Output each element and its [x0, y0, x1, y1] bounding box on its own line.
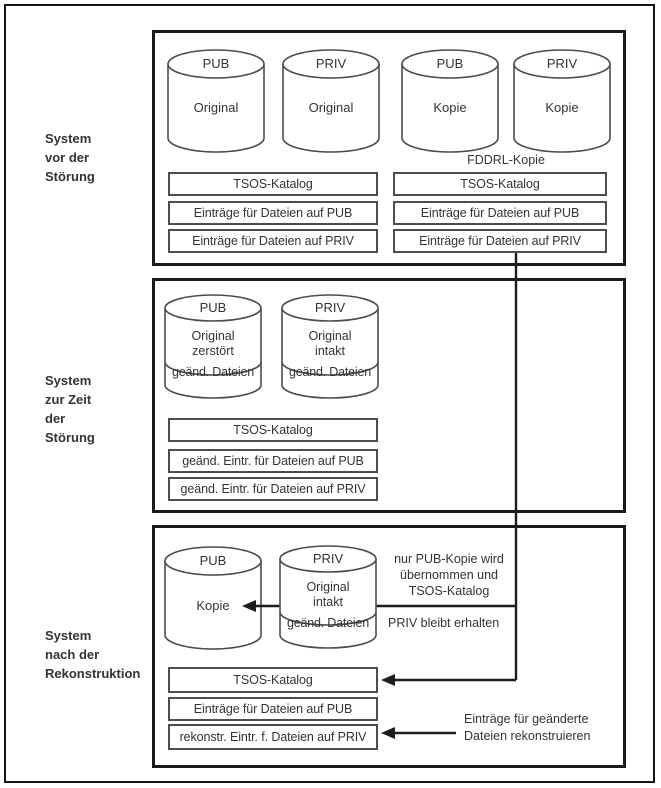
cylinder-body-label: Original intakt — [282, 329, 378, 359]
section-frame-during — [152, 278, 626, 513]
entries-pub-copy-box: Einträge für Dateien auf PUB — [393, 201, 607, 225]
side-label-line: System — [45, 373, 92, 388]
cylinder-title: PRIV — [315, 56, 347, 71]
section-frame-before — [152, 30, 626, 266]
reconstruct-note-line: Dateien rekonstruieren — [464, 729, 591, 743]
catalog-box: TSOS-Katalog — [168, 418, 378, 442]
side-label-line: nach der — [45, 647, 100, 662]
cylinder-body-label: Original — [193, 100, 239, 115]
catalog-box: TSOS-Katalog — [168, 667, 378, 693]
cylinder-title: PRIV — [546, 56, 578, 71]
side-label-during: System zur Zeit der Störung — [45, 371, 95, 447]
priv-kept-note: PRIV bleibt erhalten — [388, 616, 500, 630]
cylinder-body-label: Original intakt — [280, 580, 376, 610]
outer-frame — [4, 4, 655, 783]
side-label-before: System vor der Störung — [45, 129, 95, 186]
reconstructed-entries-priv-box: rekonstr. Eintr. f. Dateien auf PRIV — [168, 724, 378, 750]
cylinder-body-line: zerstört — [192, 344, 234, 358]
cylinder-body-label: Kopie — [196, 598, 230, 613]
takeover-note-line: übernommen und — [400, 568, 498, 582]
cylinder-body-line: Original — [191, 329, 235, 343]
takeover-note: nur PUB-Kopie wird übernommen und TSOS-K… — [378, 551, 520, 599]
side-label-line: Rekonstruktion — [45, 666, 141, 681]
entries-pub-box: Einträge für Dateien auf PUB — [168, 697, 378, 721]
changed-entries-pub-box: geänd. Eintr. für Dateien auf PUB — [168, 449, 378, 473]
side-label-line: zur Zeit — [45, 392, 92, 407]
changed-entries-priv-box: geänd. Eintr. für Dateien auf PRIV — [168, 477, 378, 501]
cylinder-body-label: Kopie — [433, 100, 467, 115]
cylinder-body-line: Original — [308, 329, 352, 343]
cylinder-title: PUB — [199, 553, 227, 568]
takeover-note-line: TSOS-Katalog — [408, 584, 490, 598]
entries-pub-box: Einträge für Dateien auf PUB — [168, 201, 378, 225]
cylinder-title: PUB — [199, 300, 227, 315]
reconstruct-note: Einträge für geänderte Dateien rekonstru… — [464, 711, 590, 745]
entries-priv-box: Einträge für Dateien auf PRIV — [168, 229, 378, 253]
cylinder-body-line: intakt — [313, 595, 343, 609]
catalog-copy-box: TSOS-Katalog — [393, 172, 607, 196]
cylinder-body-label: Kopie — [545, 100, 579, 115]
cylinder-title: PUB — [436, 56, 464, 71]
cylinder-band-label: geänd. Dateien — [172, 365, 254, 379]
cylinder-body-label: Original — [308, 100, 354, 115]
side-label-line: der — [45, 411, 66, 426]
entries-priv-copy-box: Einträge für Dateien auf PRIV — [393, 229, 607, 253]
cylinder-body-line: intakt — [315, 344, 345, 358]
cylinder-title: PRIV — [312, 551, 344, 566]
cylinder-title: PRIV — [314, 300, 346, 315]
fddrl-caption: FDDRL-Kopie — [467, 153, 545, 167]
cylinder-title: PUB — [202, 56, 230, 71]
side-label-line: System — [45, 131, 92, 146]
side-label-line: Störung — [45, 169, 95, 184]
side-label-after: System nach der Rekonstruktion — [45, 626, 140, 683]
cylinder-body-label: Original zerstört — [165, 329, 261, 359]
side-label-line: Störung — [45, 430, 95, 445]
cylinder-band-label: geänd. Dateien — [289, 365, 371, 379]
catalog-box: TSOS-Katalog — [168, 172, 378, 196]
side-label-line: vor der — [45, 150, 90, 165]
section-frame-after — [152, 525, 626, 768]
cylinder-band-label: geänd. Dateien — [287, 616, 369, 630]
cylinder-body-line: Original — [306, 580, 350, 594]
reconstruct-note-line: Einträge für geänderte — [464, 712, 589, 726]
takeover-note-line: nur PUB-Kopie wird — [394, 552, 504, 566]
side-label-line: System — [45, 628, 92, 643]
